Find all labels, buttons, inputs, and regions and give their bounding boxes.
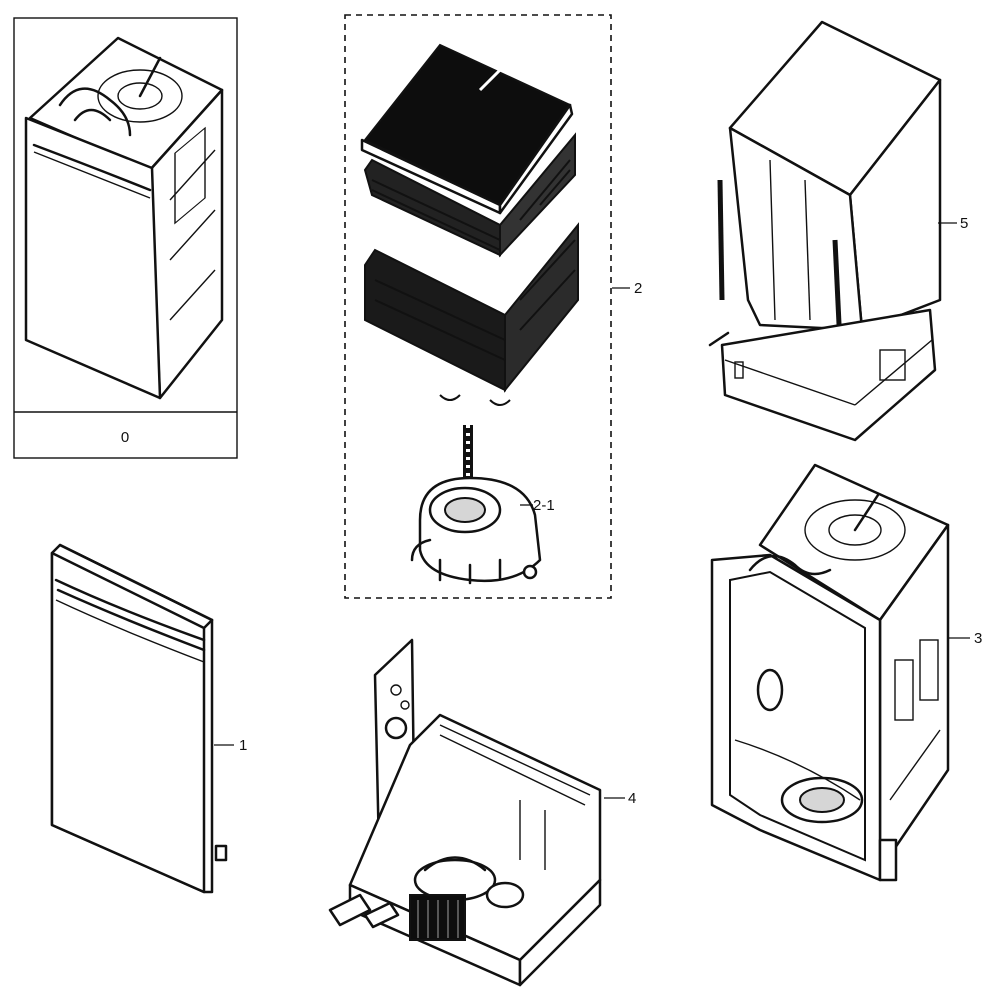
part-2-1-sump-pump[interactable]: [410, 476, 542, 585]
part-0-frame: [13, 17, 238, 459]
part-0-complete-dishwasher[interactable]: [24, 36, 224, 400]
part-3-label: 3: [974, 630, 982, 647]
part-2-dashed-group: [344, 14, 612, 599]
part-0-label: 0: [121, 429, 129, 446]
part-2-rack-assembly[interactable]: [360, 43, 579, 480]
part-1-door-panel[interactable]: [50, 543, 228, 894]
part-4-base-assembly[interactable]: [328, 638, 602, 987]
part-3-tub[interactable]: [710, 463, 950, 882]
part-1-label: 1: [239, 737, 247, 754]
part-5-outer-cabinet[interactable]: [708, 20, 942, 442]
part-2-1-label: 2-1: [533, 497, 555, 514]
part-4-label: 4: [628, 790, 636, 807]
part-5-label: 5: [960, 215, 968, 232]
part-2-label: 2: [634, 280, 642, 297]
